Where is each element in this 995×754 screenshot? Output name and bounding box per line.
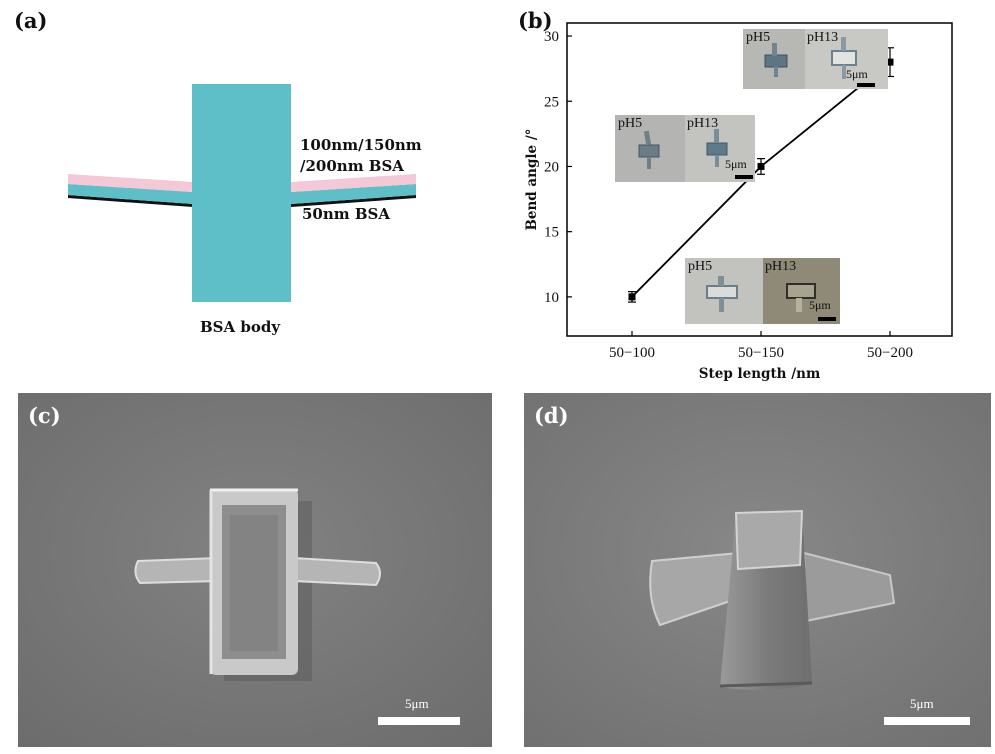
sem-image-c: [18, 393, 492, 747]
inset-2-ph5-image: [615, 115, 685, 182]
right-arm-cyan-layer: [291, 184, 416, 204]
panel-c-scale-label: 5μm: [405, 696, 429, 711]
x-tick-label-1: 50−150: [738, 345, 784, 361]
sem-image-d: [524, 393, 991, 747]
inset-micrograph-1: pH5 pH13 5μm: [743, 29, 888, 89]
y-tick-label-3: 25: [544, 94, 559, 110]
inset-2-scale-bar: [735, 175, 753, 179]
y-tick-label-0: 10: [544, 290, 559, 306]
y-axis-title: Bend angle /°: [524, 128, 540, 230]
top-layer-label-line2: /200nm BSA: [300, 157, 404, 175]
sem-c-left-arm: [134, 556, 219, 585]
inset-2-scale-label: 5μm: [725, 157, 747, 171]
inset-1-scale-bar: [857, 83, 875, 87]
left-arm-bottom-layer: [68, 195, 193, 207]
inset-micrograph-3: pH5 pH13 5μm: [685, 258, 840, 324]
panel-c-label: (c): [28, 403, 61, 428]
x-axis-title: Step length /nm: [699, 366, 820, 382]
panel-c-scale-bar: [378, 717, 460, 725]
y-tick-label-1: 15: [544, 225, 559, 241]
bottom-layer-label: 50nm BSA: [302, 205, 391, 223]
inset-3-right-label: pH13: [765, 259, 797, 274]
inset-1-scale-label: 5μm: [846, 67, 868, 81]
left-arm-top-layer: [68, 174, 193, 192]
body-label: BSA body: [200, 318, 281, 336]
left-arm-cyan-layer: [68, 184, 193, 204]
inset-1-ph13-image: [805, 29, 888, 89]
right-arm-bottom-layer: [291, 195, 416, 207]
sem-d-left-arm: [649, 551, 740, 627]
inset-3-scale-bar: [818, 317, 836, 321]
panel-a-label: (a): [14, 8, 48, 33]
x-tick-label-0: 50−100: [609, 345, 655, 361]
inset-2-right-label: pH13: [687, 116, 719, 131]
inset-micrograph-2: pH5 pH13 5μm: [615, 115, 755, 182]
data-point-1: [757, 162, 765, 170]
panel-a-schematic: (a) 100nm/150nm /200nm BSA 50nm BSA BSA …: [0, 0, 500, 380]
inset-1-right-label: pH13: [807, 30, 839, 45]
inset-3-ph13-image: [763, 258, 840, 324]
inset-3-scale-label: 5μm: [809, 298, 831, 312]
right-arm-top-layer: [291, 174, 416, 192]
inset-3-left-label: pH5: [688, 259, 713, 274]
data-point-2: [886, 58, 894, 66]
data-point-0: [628, 293, 636, 301]
bsa-structure-diagram: [68, 84, 416, 302]
panel-d-sem-image: (d) 5μm: [524, 393, 991, 747]
panel-c-sem-image: (c) 5μm: [18, 393, 492, 747]
plot-frame: [566, 22, 953, 337]
y-tick-label-2: 20: [544, 159, 559, 175]
inset-1-left-label: pH5: [746, 30, 771, 45]
top-layer-label-line1: 100nm/150nm: [300, 136, 422, 154]
panel-d-scale-bar: [884, 717, 970, 725]
panel-d-scale-label: 5μm: [910, 696, 934, 711]
panel-b-label: (b): [518, 8, 553, 33]
y-tick-label-4: 30: [544, 29, 559, 45]
panel-d-label: (d): [534, 403, 569, 428]
sem-c-right-arm: [293, 556, 381, 587]
inset-2-left-label: pH5: [618, 116, 643, 131]
inset-2-ph13-image: [685, 115, 755, 182]
bsa-body-block: [192, 84, 291, 302]
inset-1-ph5-image: [743, 29, 805, 89]
x-tick-label-2: 50−200: [867, 345, 913, 361]
inset-3-ph5-image: [685, 258, 763, 324]
